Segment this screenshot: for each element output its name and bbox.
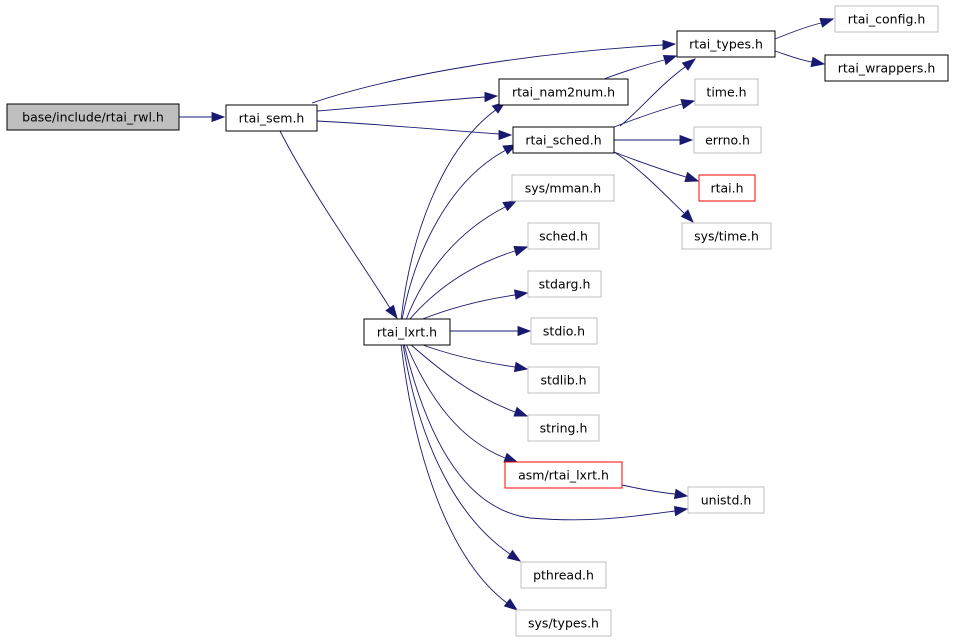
edge-lxrt-to-mman (405, 200, 518, 321)
node-box (363, 318, 451, 346)
node-rtai-config-h[interactable]: rtai_config.h (834, 5, 939, 33)
node-box (6, 103, 180, 131)
edge-nam2num-to-types (603, 55, 678, 80)
node-box (694, 78, 759, 106)
node-box (834, 5, 939, 33)
nodes: base/include/rtai_rwl.h rtai_sem.h rtai_… (6, 5, 949, 637)
node-errno-h[interactable]: errno.h (693, 126, 762, 154)
edge-lxrt-to-stdarg (419, 289, 529, 321)
edge-lxrt-to-pthread (402, 343, 522, 562)
node-box (824, 54, 949, 82)
edge-root-to-sem (179, 111, 226, 123)
node-rtai-rwl-h[interactable]: base/include/rtai_rwl.h (6, 103, 180, 131)
edge-sched-to-types (619, 58, 697, 127)
node-label: time.h (706, 85, 746, 100)
node-sys-mman-h[interactable]: sys/mman.h (511, 174, 615, 202)
node-box (698, 174, 756, 202)
node-box (681, 222, 772, 250)
node-box (527, 366, 600, 394)
node-rtai-types-h[interactable]: rtai_types.h (676, 30, 776, 58)
node-stdlib-h[interactable]: stdlib.h (527, 366, 600, 394)
node-box (693, 126, 762, 154)
node-time-h[interactable]: time.h (694, 78, 759, 106)
node-label: sched.h (539, 229, 588, 244)
edge-sched-to-time (613, 98, 696, 128)
node-label: rtai_sched.h (525, 133, 601, 148)
node-box (527, 270, 602, 298)
edge-lxrt-to-asm (405, 343, 519, 463)
node-asm-rtai-lxrt-h[interactable]: asm/rtai_lxrt.h (504, 461, 623, 489)
edge-sem-to-lxrt (279, 130, 398, 320)
edge-lxrt-to-stdlib (419, 343, 529, 373)
node-label: asm/rtai_lxrt.h (518, 468, 609, 483)
node-box (687, 486, 765, 514)
edge-types-to-wrappers (774, 50, 826, 68)
edge-types-to-config (774, 18, 835, 40)
edge-lxrt-to-nam2num (400, 101, 507, 321)
node-rtai-h[interactable]: rtai.h (698, 174, 756, 202)
node-label: sys/time.h (694, 229, 759, 244)
node-label: rtai.h (710, 181, 743, 196)
node-label: rtai_config.h (848, 12, 926, 27)
node-rtai-nam2num-h[interactable]: rtai_nam2num.h (498, 78, 629, 106)
node-label: rtai_lxrt.h (377, 325, 437, 340)
node-label: string.h (540, 421, 588, 436)
edge-sched-to-rtai (613, 151, 700, 182)
node-string-h[interactable]: string.h (527, 414, 600, 442)
edge-lxrt-to-unistd (403, 343, 689, 521)
edge-lxrt-to-string (409, 343, 529, 417)
node-label: stdarg.h (539, 277, 591, 292)
node-unistd-h[interactable]: unistd.h (687, 486, 765, 514)
node-label: sys/mman.h (525, 181, 601, 196)
node-label: stdlib.h (540, 373, 586, 388)
node-label: unistd.h (701, 493, 752, 508)
node-box (498, 78, 629, 106)
node-label: rtai_sem.h (239, 111, 305, 126)
node-box (512, 126, 615, 154)
node-label: stdio.h (543, 324, 585, 339)
edge-asm-to-unistd (621, 484, 689, 500)
node-box (676, 30, 776, 58)
node-box (527, 222, 600, 250)
edge-sched-to-systime (613, 151, 694, 223)
edge-sem-to-nam2num (316, 91, 499, 112)
node-rtai-sched-h[interactable]: rtai_sched.h (512, 126, 615, 154)
node-label: rtai_nam2num.h (512, 85, 615, 100)
node-rtai-sem-h[interactable]: rtai_sem.h (225, 104, 318, 132)
node-box (520, 561, 607, 589)
edge-sem-to-types (311, 39, 677, 104)
node-label: base/include/rtai_rwl.h (22, 110, 164, 125)
edge-lxrt-to-systypes (400, 343, 519, 611)
node-label: errno.h (705, 133, 750, 148)
node-sys-types-h[interactable]: sys/types.h (515, 609, 612, 637)
node-box (225, 104, 318, 132)
node-box (511, 174, 615, 202)
node-pthread-h[interactable]: pthread.h (520, 561, 607, 589)
edges (179, 18, 835, 611)
edge-sem-to-sched (316, 120, 513, 141)
edge-sched-to-errno (614, 134, 694, 146)
node-box (504, 461, 623, 489)
node-label: pthread.h (533, 568, 594, 583)
node-box (527, 414, 600, 442)
edge-lxrt-to-stdio (450, 325, 532, 337)
node-box (515, 609, 612, 637)
node-box (530, 317, 598, 345)
node-sys-time-h[interactable]: sys/time.h (681, 222, 772, 250)
edge-lxrt-to-schedh (408, 246, 529, 321)
node-label: rtai_types.h (689, 37, 763, 52)
node-rtai-lxrt-h[interactable]: rtai_lxrt.h (363, 318, 451, 346)
node-label: rtai_wrappers.h (838, 61, 936, 76)
node-label: sys/types.h (528, 616, 599, 631)
node-stdarg-h[interactable]: stdarg.h (527, 270, 602, 298)
node-sched-h[interactable]: sched.h (527, 222, 600, 250)
node-rtai-wrappers-h[interactable]: rtai_wrappers.h (824, 54, 949, 82)
node-stdio-h[interactable]: stdio.h (530, 317, 598, 345)
